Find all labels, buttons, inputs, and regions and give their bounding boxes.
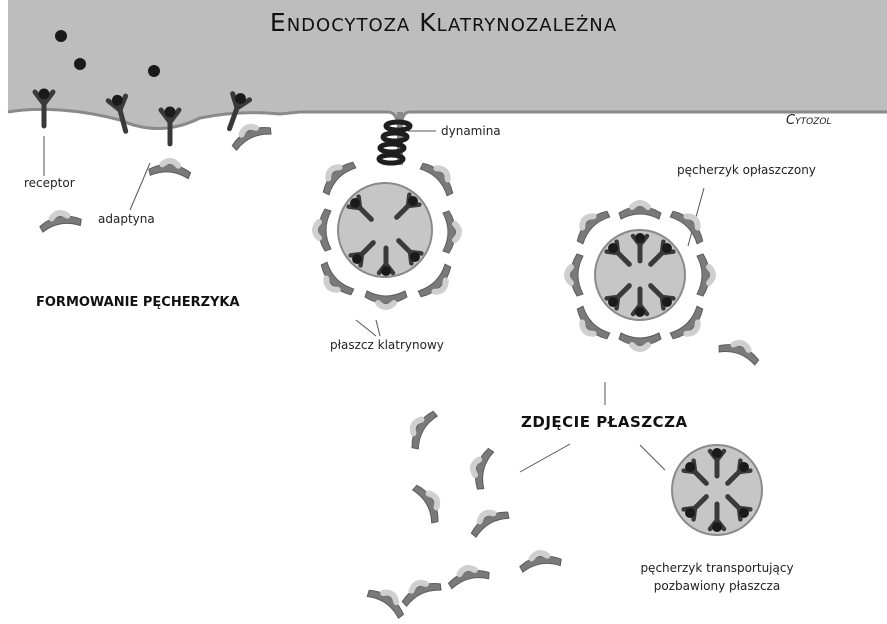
transport-vesicle-label-line2: pozbawiony płaszcza xyxy=(632,579,802,593)
stage-coat-removal: ZDJĘCIE PŁASZCZA xyxy=(521,413,688,431)
dynamin-label: dynamina xyxy=(441,124,501,138)
stage-vesicle-formation: FORMOWANIE PĘCHERZYKA xyxy=(36,295,240,310)
adaptin-label: adaptyna xyxy=(98,212,155,226)
diagram-title: Endocytoza Klatrynozależna xyxy=(0,8,887,37)
cytosol-label: Cytozol xyxy=(786,113,831,128)
budding-vesicle xyxy=(314,112,460,307)
receptor-label: receptor xyxy=(24,176,75,190)
transport-vesicle-label-line1: pęcherzyk transportujący xyxy=(632,561,802,575)
uncoated-transport-vesicle xyxy=(672,445,762,535)
coated-vesicle xyxy=(567,203,762,366)
released-coat-units xyxy=(366,406,563,619)
dynamin-rings xyxy=(379,122,410,163)
coated-vesicle-label: pęcherzyk opłaszczony xyxy=(677,163,816,177)
clathrin-coat-label: płaszcz klatrynowy xyxy=(330,338,444,352)
